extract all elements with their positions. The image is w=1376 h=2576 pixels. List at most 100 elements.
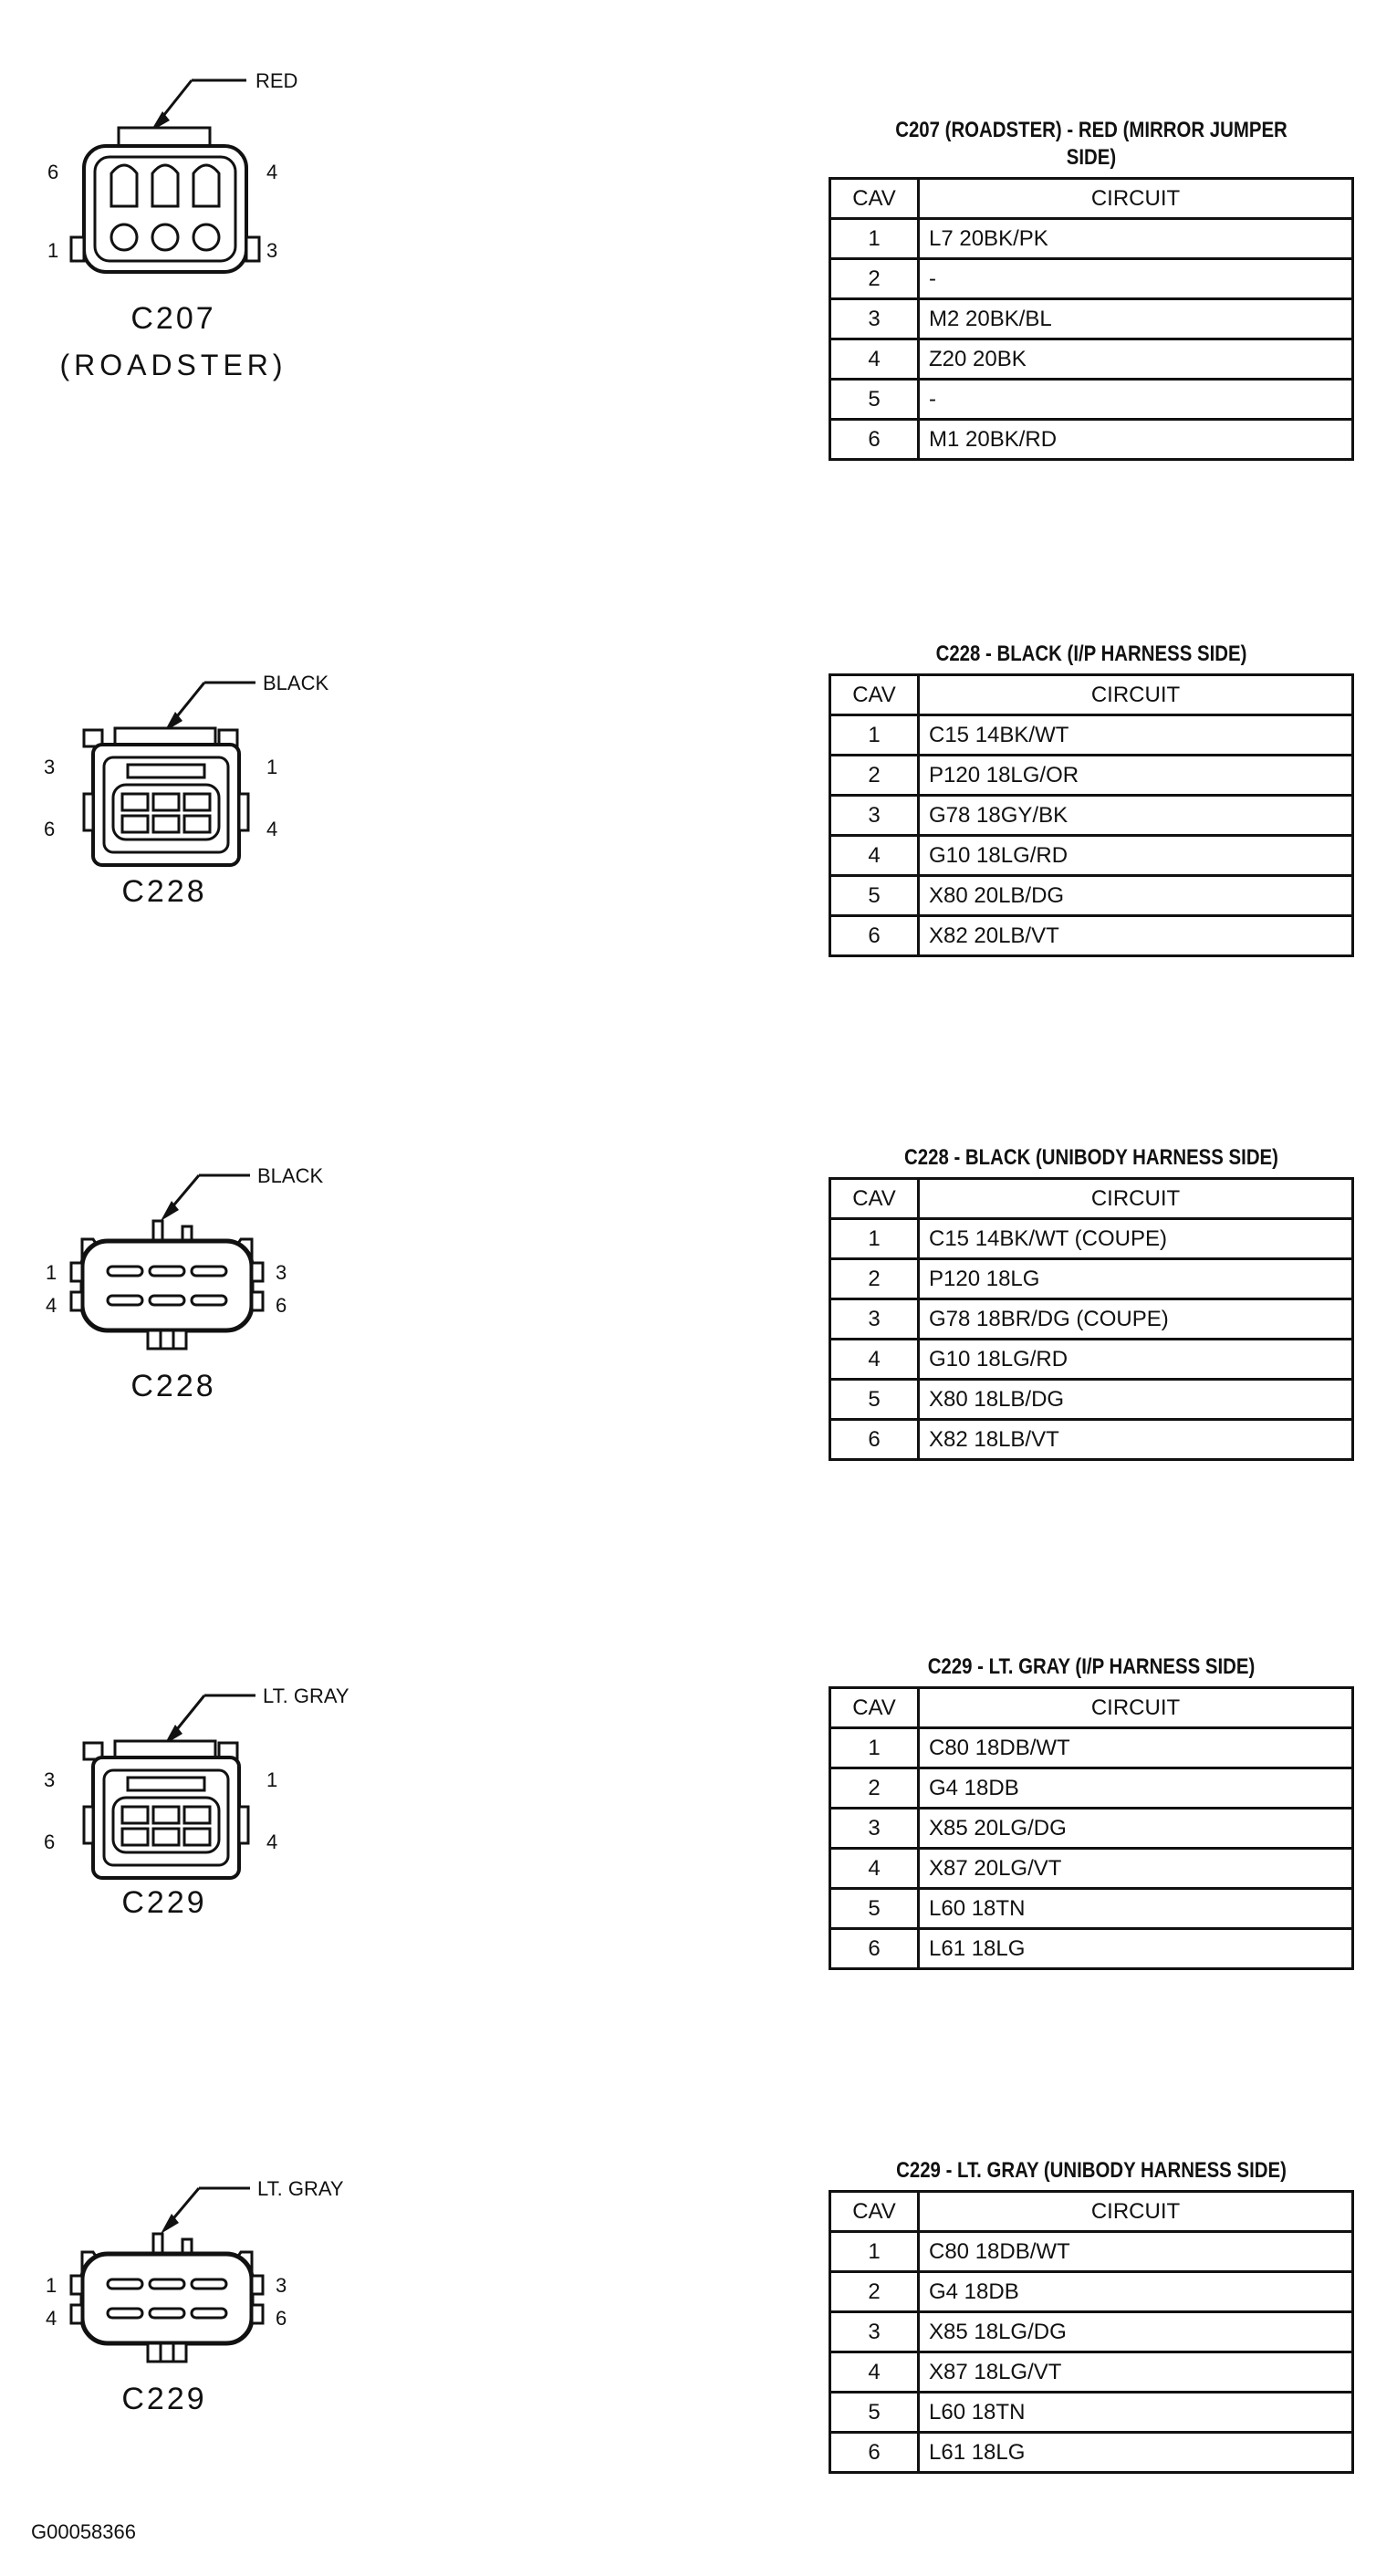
circuit-cell: Z20 20BK bbox=[917, 338, 1354, 381]
cav-cell: 1 bbox=[829, 1217, 920, 1260]
pinout-table-c229-unibody: C229 - LT. GRAY (UNIBODY HARNESS SIDE) C… bbox=[829, 2157, 1354, 2474]
connector-c229-unibody-drawing: LT. GRAY 1 3 4 6 bbox=[46, 2177, 344, 2363]
pin-label: 6 bbox=[276, 2307, 287, 2330]
circuit-cell: X87 20LG/VT bbox=[917, 1847, 1354, 1890]
cav-cell: 5 bbox=[829, 378, 920, 421]
circuit-cell: C80 18DB/WT bbox=[917, 2230, 1354, 2273]
circuit-cell: L60 18TN bbox=[917, 2391, 1354, 2434]
circuit-cell: G4 18DB bbox=[917, 1767, 1354, 1809]
pin-label: 6 bbox=[47, 161, 58, 183]
pin-label: 3 bbox=[276, 2274, 287, 2297]
cav-cell: 1 bbox=[829, 714, 920, 756]
circuit-cell: - bbox=[917, 257, 1354, 300]
connector-diagram-c207: RED 6 4 1 3 C207 (ROADSTER) bbox=[27, 55, 411, 381]
pin-label: 3 bbox=[266, 239, 277, 262]
circuit-cell: G10 18LG/RD bbox=[917, 1338, 1354, 1381]
pin-label: 3 bbox=[44, 1768, 55, 1791]
circuit-cell: G10 18LG/RD bbox=[917, 834, 1354, 877]
cav-cell: 2 bbox=[829, 754, 920, 797]
pin-label: 1 bbox=[46, 2274, 57, 2297]
table-row: 2- bbox=[829, 257, 1354, 300]
connector-diagram-c229-ip: LT. GRAY 3 1 6 4 C229 bbox=[27, 1670, 411, 1962]
pinout-table-c207: C207 (ROADSTER) - RED (MIRROR JUMPER SID… bbox=[829, 117, 1354, 461]
pin-label: 1 bbox=[266, 756, 277, 778]
pin-label: 1 bbox=[46, 1261, 57, 1284]
table-title: C207 (ROADSTER) - RED (MIRROR JUMPER SID… bbox=[895, 118, 1287, 170]
color-label: LT. GRAY bbox=[263, 1684, 349, 1707]
connector-c207-drawing: RED 6 4 1 3 bbox=[47, 69, 297, 274]
cav-cell: 6 bbox=[829, 418, 920, 461]
circuit-cell: G78 18BR/DG (COUPE) bbox=[917, 1298, 1354, 1340]
cav-cell: 5 bbox=[829, 874, 920, 917]
color-label: BLACK bbox=[257, 1164, 323, 1187]
circuit-cell: X80 18LB/DG bbox=[917, 1378, 1354, 1421]
cav-cell: 5 bbox=[829, 2391, 920, 2434]
table-title: C228 - BLACK (I/P HARNESS SIDE) bbox=[935, 641, 1247, 666]
circuit-cell: X82 18LB/VT bbox=[917, 1418, 1354, 1461]
circuit-cell: L61 18LG bbox=[917, 1927, 1354, 1970]
connector-c228-unibody-drawing: BLACK 1 3 4 6 bbox=[46, 1164, 323, 1351]
cav-cell: 1 bbox=[829, 217, 920, 260]
column-header-cav: CAV bbox=[829, 1177, 920, 1220]
table-row: 5- bbox=[829, 378, 1354, 421]
cav-cell: 5 bbox=[829, 1378, 920, 1421]
cav-cell: 2 bbox=[829, 1767, 920, 1809]
connector-name: C229 bbox=[121, 2382, 207, 2416]
circuit-cell: C15 14BK/WT (COUPE) bbox=[917, 1217, 1354, 1260]
circuit-cell: C80 18DB/WT bbox=[917, 1726, 1354, 1769]
pin-label: 4 bbox=[46, 2307, 57, 2330]
column-header-cav: CAV bbox=[829, 673, 920, 716]
color-label: RED bbox=[255, 69, 297, 92]
connector-c229-ip-drawing: LT. GRAY 3 1 6 4 bbox=[44, 1684, 349, 1880]
cav-cell: 3 bbox=[829, 1298, 920, 1340]
pin-label: 1 bbox=[266, 1768, 277, 1791]
table-title: C229 - LT. GRAY (UNIBODY HARNESS SIDE) bbox=[896, 2158, 1287, 2183]
cav-cell: 3 bbox=[829, 297, 920, 340]
cav-cell: 3 bbox=[829, 1807, 920, 1850]
pin-label: 6 bbox=[44, 1830, 55, 1853]
connector-name: C207 bbox=[130, 301, 216, 336]
column-header-cav: CAV bbox=[829, 1686, 920, 1729]
color-label: BLACK bbox=[263, 672, 328, 694]
cav-cell: 6 bbox=[829, 2431, 920, 2474]
cav-cell: 6 bbox=[829, 1927, 920, 1970]
circuit-cell: X82 20LB/VT bbox=[917, 914, 1354, 957]
column-header-circuit: CIRCUIT bbox=[917, 177, 1354, 220]
connector-diagram-c228-unibody: BLACK 1 3 4 6 C228 bbox=[27, 1150, 411, 1442]
connector-diagram-c228-ip: BLACK 3 1 6 4 C228 bbox=[27, 657, 411, 949]
pin-label: 6 bbox=[276, 1294, 287, 1317]
circuit-cell: G78 18GY/BK bbox=[917, 794, 1354, 837]
cav-cell: 1 bbox=[829, 1726, 920, 1769]
circuit-cell: G4 18DB bbox=[917, 2270, 1354, 2313]
column-header-cav: CAV bbox=[829, 2190, 920, 2233]
cav-cell: 4 bbox=[829, 2351, 920, 2393]
table-title: C229 - LT. GRAY (I/P HARNESS SIDE) bbox=[927, 1654, 1256, 1679]
cav-cell: 3 bbox=[829, 794, 920, 837]
pinout-table-c228-ip: C228 - BLACK (I/P HARNESS SIDE) CAV CIRC… bbox=[829, 641, 1354, 957]
cav-cell: 5 bbox=[829, 1887, 920, 1930]
cav-cell: 4 bbox=[829, 338, 920, 381]
circuit-cell: - bbox=[917, 378, 1354, 421]
circuit-cell: L7 20BK/PK bbox=[917, 217, 1354, 260]
pin-label: 3 bbox=[44, 756, 55, 778]
cav-cell: 2 bbox=[829, 1257, 920, 1300]
cav-cell: 3 bbox=[829, 2310, 920, 2353]
section-c229-unibody: LT. GRAY 1 3 4 6 C229 C229 - L bbox=[0, 2158, 1376, 2546]
